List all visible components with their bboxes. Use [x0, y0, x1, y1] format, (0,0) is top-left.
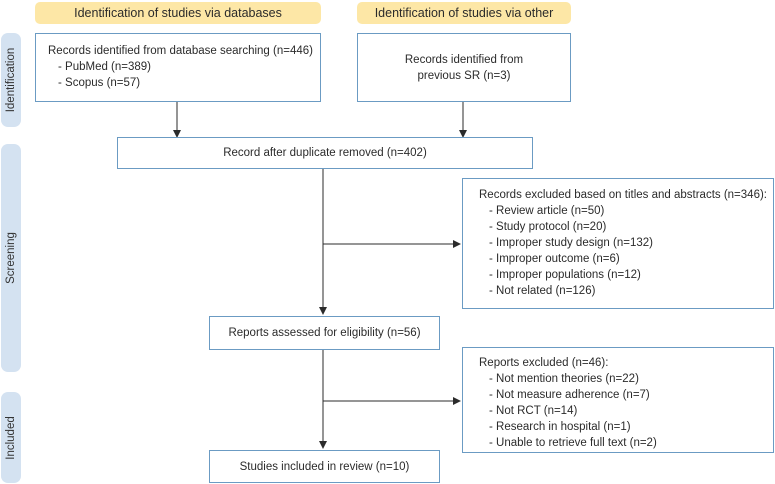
database-records-title: Records identified from database searchi…	[48, 45, 313, 57]
box-database-records: Records identified from database searchi…	[35, 33, 321, 102]
stage-identification-label: Identification	[5, 47, 17, 113]
stage-screening: Screening	[1, 144, 21, 372]
list-item: - Review article (n=50)	[489, 205, 605, 217]
list-item: - Unable to retrieve full text (n=2)	[489, 437, 657, 449]
header-other: Identification of studies via other	[357, 2, 571, 24]
previous-sr-line2: previous SR (n=3)	[417, 69, 511, 82]
box-included-review: Studies included in review (n=10)	[209, 450, 440, 483]
stage-screening-label: Screening	[5, 232, 17, 284]
stage-included-label: Included	[5, 415, 17, 460]
stage-identification: Identification	[1, 33, 21, 127]
list-item: - Study protocol (n=20)	[489, 221, 607, 233]
previous-sr-line1: Records identified from	[404, 53, 524, 66]
list-item: - Research in hospital (n=1)	[489, 421, 631, 433]
list-item: - Improper outcome (n=6)	[489, 253, 620, 265]
list-item: - Not mention theories (n=22)	[489, 373, 639, 385]
box-excluded-titles: Records excluded based on titles and abs…	[462, 178, 774, 309]
box-reports-excluded: Reports excluded (n=46): - Not mention t…	[462, 347, 774, 453]
excluded-titles-title: Records excluded based on titles and abs…	[479, 189, 767, 201]
eligibility-text: Reports assessed for eligibility (n=56)	[228, 327, 421, 339]
list-item: - PubMed (n=389)	[58, 61, 152, 73]
stage-included: Included	[1, 392, 21, 483]
list-item: - Not RCT (n=14)	[489, 405, 578, 417]
list-item: - Improper populations (n=12)	[489, 269, 641, 281]
header-databases: Identification of studies via databases	[35, 2, 321, 24]
box-previous-sr: Records identified from previous SR (n=3…	[357, 33, 571, 102]
box-after-duplicates: Record after duplicate removed (n=402)	[117, 137, 533, 169]
included-review-text: Studies included in review (n=10)	[239, 460, 410, 473]
list-item: - Not related (n=126)	[489, 285, 596, 297]
list-item: - Improper study design (n=132)	[489, 237, 653, 249]
box-eligibility: Reports assessed for eligibility (n=56)	[209, 316, 440, 350]
reports-excluded-title: Reports excluded (n=46):	[479, 357, 609, 369]
after-duplicates-text: Record after duplicate removed (n=402)	[223, 147, 427, 159]
list-item: - Not measure adherence (n=7)	[489, 389, 650, 401]
list-item: - Scopus (n=57)	[58, 77, 141, 89]
